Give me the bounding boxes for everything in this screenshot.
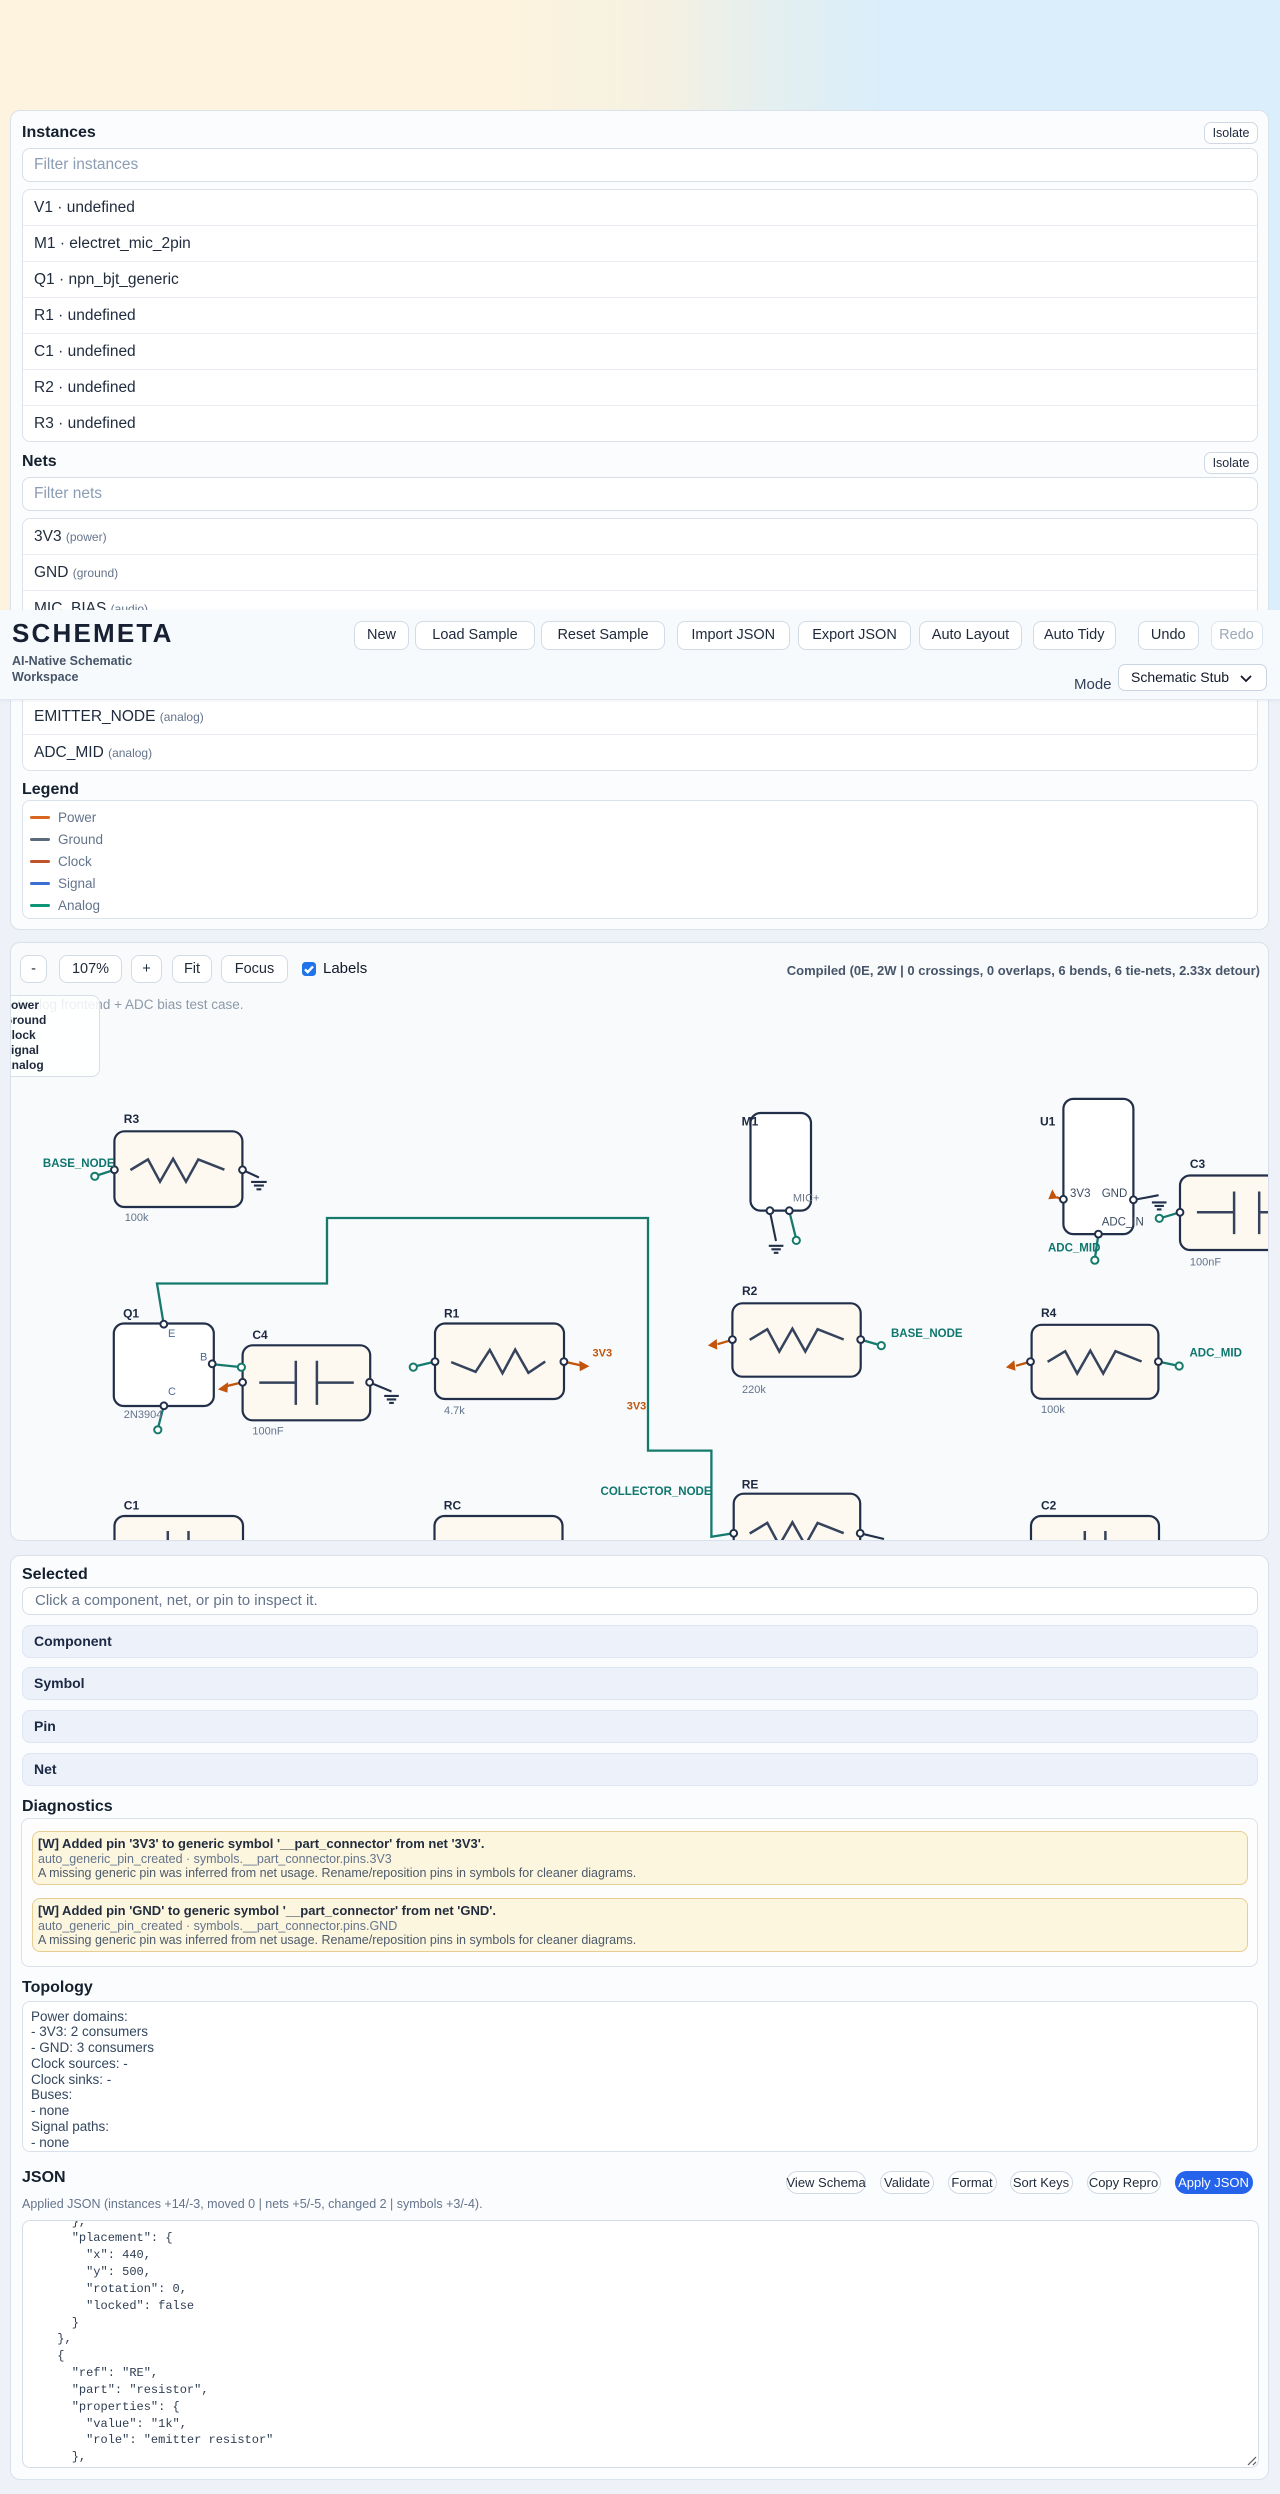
svg-text:RE: RE <box>742 1478 759 1492</box>
svg-text:BASE_NODE: BASE_NODE <box>891 1328 963 1340</box>
svg-text:ADC_MID: ADC_MID <box>1190 1348 1242 1360</box>
svg-text:M1: M1 <box>742 1115 759 1129</box>
svg-text:C1: C1 <box>124 1499 140 1513</box>
svg-text:GND: GND <box>1102 1188 1128 1200</box>
svg-text:ADC_IN: ADC_IN <box>1102 1216 1144 1228</box>
svg-text:3V3: 3V3 <box>593 1347 613 1359</box>
svg-text:MIC+: MIC+ <box>793 1192 820 1204</box>
svg-text:3V3: 3V3 <box>627 1401 647 1413</box>
svg-text:C2: C2 <box>1041 1499 1057 1513</box>
svg-text:R2: R2 <box>742 1284 758 1298</box>
svg-text:220k: 220k <box>742 1384 766 1396</box>
svg-text:C3: C3 <box>1190 1157 1206 1171</box>
svg-text:BASE_NODE: BASE_NODE <box>43 1158 115 1170</box>
svg-text:2N3904: 2N3904 <box>124 1409 163 1421</box>
svg-text:100nF: 100nF <box>1190 1257 1221 1269</box>
svg-text:U1: U1 <box>1040 1115 1056 1129</box>
svg-text:100k: 100k <box>1041 1404 1065 1416</box>
svg-text:C4: C4 <box>252 1328 268 1342</box>
svg-text:R3: R3 <box>124 1112 140 1126</box>
svg-text:4.7k: 4.7k <box>444 1405 465 1417</box>
svg-text:R1: R1 <box>444 1307 460 1321</box>
svg-text:R4: R4 <box>1041 1306 1057 1320</box>
svg-text:100k: 100k <box>125 1212 149 1224</box>
svg-text:B: B <box>200 1352 207 1364</box>
svg-text:Q1: Q1 <box>123 1307 139 1321</box>
svg-text:100nF: 100nF <box>252 1426 283 1438</box>
svg-text:3V3: 3V3 <box>1070 1188 1090 1200</box>
svg-text:C: C <box>168 1386 176 1398</box>
svg-text:COLLECTOR_NODE: COLLECTOR_NODE <box>601 1486 712 1498</box>
svg-text:RC: RC <box>444 1499 462 1513</box>
svg-text:ADC_MID: ADC_MID <box>1048 1243 1100 1255</box>
svg-text:E: E <box>168 1328 175 1340</box>
